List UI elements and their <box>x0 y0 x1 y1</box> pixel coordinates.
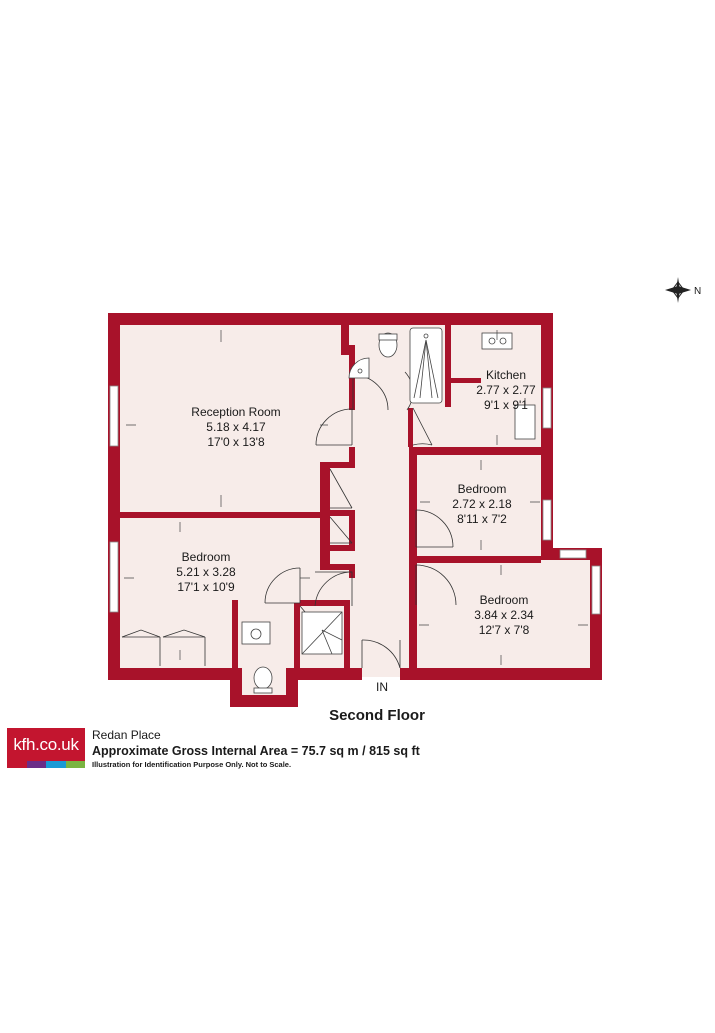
logo-color-strip <box>7 761 85 768</box>
bathroom-fixtures <box>348 327 443 404</box>
interior-walls <box>120 325 541 668</box>
room-bedroom-mid-name: Bedroom <box>458 482 507 496</box>
room-reception-metric: 5.18 x 4.17 <box>206 420 266 434</box>
room-bedroom-mid-metric: 2.72 x 2.18 <box>452 497 512 511</box>
logo-strip-segment <box>7 761 27 768</box>
doors <box>264 371 457 669</box>
room-bedroom-left-metric: 5.21 x 3.28 <box>176 565 236 579</box>
property-name: Redan Place <box>92 728 161 742</box>
property-info: Redan Place Approximate Gross Internal A… <box>92 728 552 771</box>
room-bedroom-mid: Bedroom 2.72 x 2.18 8'11 x 7'2 <box>452 482 512 526</box>
room-bedroom-left-imperial: 17'1 x 10'9 <box>177 580 235 594</box>
room-reception-imperial: 17'0 x 13'8 <box>207 435 265 449</box>
windows <box>109 385 601 615</box>
room-kitchen-name: Kitchen <box>486 368 526 382</box>
kfh-logo: kfh.co.uk <box>7 728 85 768</box>
property-area: Approximate Gross Internal Area = 75.7 s… <box>92 744 420 758</box>
room-kitchen: Kitchen 2.77 x 2.77 9'1 x 9'1 <box>476 368 536 412</box>
room-bedroom-right-name: Bedroom <box>480 593 529 607</box>
logo-text: kfh.co.uk <box>7 728 85 761</box>
floor-title: Second Floor <box>329 707 425 724</box>
kitchen-fixtures <box>481 332 536 440</box>
logo-strip-segment <box>26 761 46 768</box>
logo-strip-segment <box>46 761 66 768</box>
dimension-arrows <box>124 330 588 665</box>
room-reception: Reception Room 5.18 x 4.17 17'0 x 13'8 <box>191 405 280 449</box>
room-bedroom-right: Bedroom 3.84 x 2.34 12'7 x 7'8 <box>474 593 534 637</box>
entrance-label: IN <box>376 680 388 694</box>
logo-strip-segment <box>65 761 85 768</box>
room-kitchen-metric: 2.77 x 2.77 <box>476 383 536 397</box>
room-reception-name: Reception Room <box>191 405 280 419</box>
compass-north-label: N <box>694 286 701 297</box>
room-bedroom-mid-imperial: 8'11 x 7'2 <box>457 512 507 526</box>
property-disclaimer: Illustration for Identification Purpose … <box>92 760 292 769</box>
room-bedroom-right-imperial: 12'7 x 7'8 <box>479 623 530 637</box>
room-bedroom-left: Bedroom 5.21 x 3.28 17'1 x 10'9 <box>176 550 236 594</box>
room-bedroom-left-name: Bedroom <box>182 550 231 564</box>
wardrobes <box>121 629 206 666</box>
ensuite-fixtures <box>241 611 343 694</box>
room-bedroom-right-metric: 3.84 x 2.34 <box>474 608 534 622</box>
room-kitchen-imperial: 9'1 x 9'1 <box>484 398 528 412</box>
compass-icon: N <box>665 277 701 303</box>
